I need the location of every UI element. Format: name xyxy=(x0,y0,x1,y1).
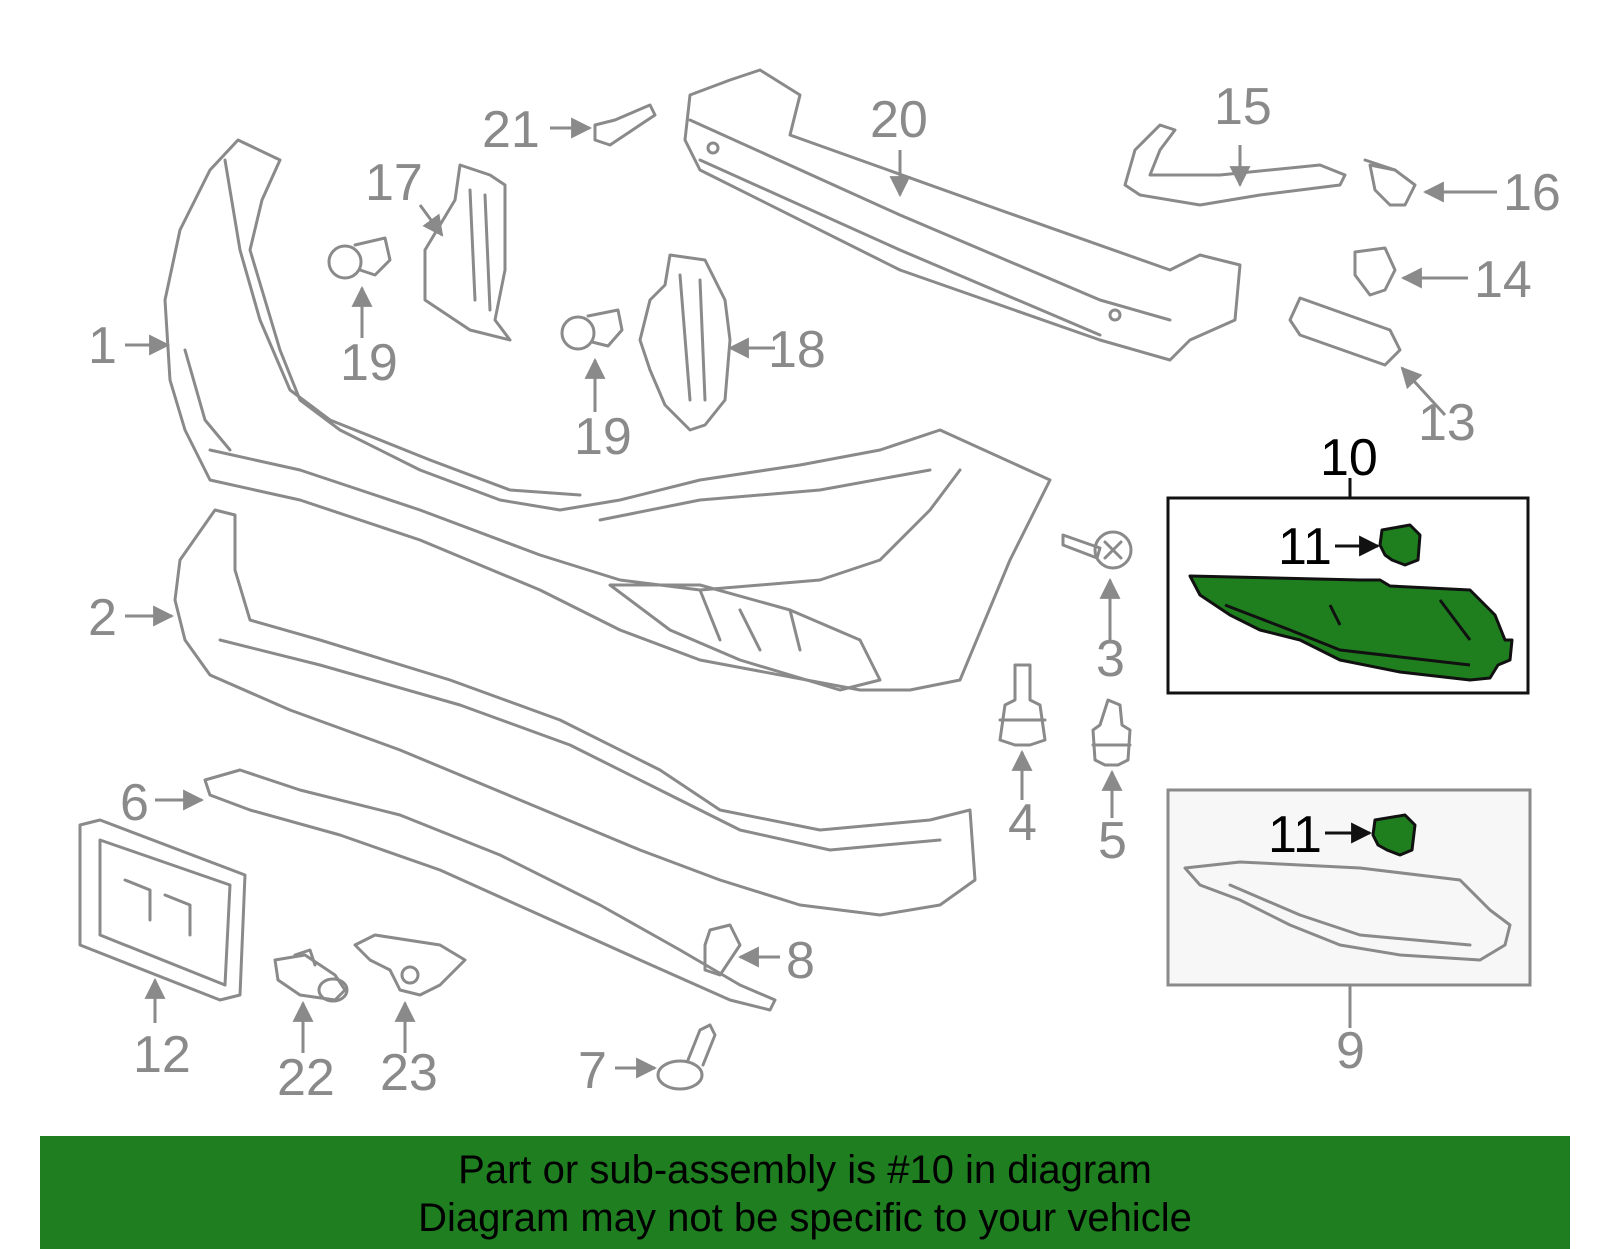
part-23-sensor-bracket xyxy=(353,933,467,997)
part-12-license-bracket xyxy=(78,818,247,1002)
callout-23: 23 xyxy=(380,1044,438,1102)
part-1-bumper-cover xyxy=(163,138,1052,692)
part-10-box xyxy=(1166,496,1530,695)
callout-18: 18 xyxy=(768,321,826,379)
part-11-clip-highlighted xyxy=(1378,523,1422,567)
callout-16: 16 xyxy=(1503,164,1561,222)
part-20-reinforcement-beam xyxy=(683,68,1242,362)
callout-19-right: 19 xyxy=(574,408,632,466)
part-15-bracket xyxy=(1123,123,1347,207)
callout-14: 14 xyxy=(1474,251,1532,309)
part-22-sensor xyxy=(273,948,349,1003)
callout-21: 21 xyxy=(482,101,540,159)
callout-12: 12 xyxy=(133,1026,191,1084)
callout-6: 6 xyxy=(120,774,149,832)
part-2-lower-bumper xyxy=(173,508,977,917)
callout-13: 13 xyxy=(1418,394,1476,452)
part-13-bracket-strip xyxy=(1288,296,1402,367)
part-10-fog-cover xyxy=(1188,574,1514,682)
callout-11-bottom: 11 xyxy=(1268,806,1322,864)
part-11-clip-reference xyxy=(1371,813,1417,857)
part-4-stud xyxy=(998,663,1047,747)
callout-5: 5 xyxy=(1098,812,1127,870)
callout-arrows xyxy=(125,117,1497,1079)
part-8-bolt xyxy=(703,923,742,977)
part-19-clip-a xyxy=(327,236,392,280)
callout-19-left: 19 xyxy=(340,334,398,392)
info-banner: Part or sub-assembly is #10 in diagram D… xyxy=(40,1136,1570,1249)
part-18-side-bracket xyxy=(638,253,732,432)
callout-8: 8 xyxy=(786,932,815,990)
part-6-lower-strip xyxy=(203,768,777,1012)
callout-9: 9 xyxy=(1336,1022,1365,1080)
part-14-clip xyxy=(1353,246,1397,297)
part-9-box xyxy=(1166,788,1532,987)
callout-20: 20 xyxy=(870,91,928,149)
callout-2: 2 xyxy=(88,589,117,647)
part-5-clip xyxy=(1091,698,1132,767)
part-7-rivet xyxy=(656,1023,717,1091)
callout-10: 10 xyxy=(1320,429,1378,487)
callout-15: 15 xyxy=(1214,78,1272,136)
callout-1: 1 xyxy=(88,317,117,375)
banner-line-1: Part or sub-assembly is #10 in diagram xyxy=(458,1148,1152,1192)
callout-17: 17 xyxy=(365,154,423,212)
callout-7: 7 xyxy=(578,1042,607,1100)
part-16-bolt xyxy=(1363,158,1417,207)
banner-line-2: Diagram may not be specific to your vehi… xyxy=(418,1196,1192,1240)
callout-4: 4 xyxy=(1008,794,1037,852)
callout-11-top: 11 xyxy=(1278,518,1332,576)
callout-3: 3 xyxy=(1096,630,1125,688)
part-3-screw xyxy=(1061,530,1133,570)
callout-22: 22 xyxy=(277,1049,335,1107)
part-17-side-bracket xyxy=(423,163,512,342)
callout-labels: 1 2 3 4 5 6 7 8 9 10 11 11 12 13 14 15 1… xyxy=(88,78,1561,1107)
part-19-clip-b xyxy=(560,308,624,351)
part-21-bolt xyxy=(593,103,657,147)
